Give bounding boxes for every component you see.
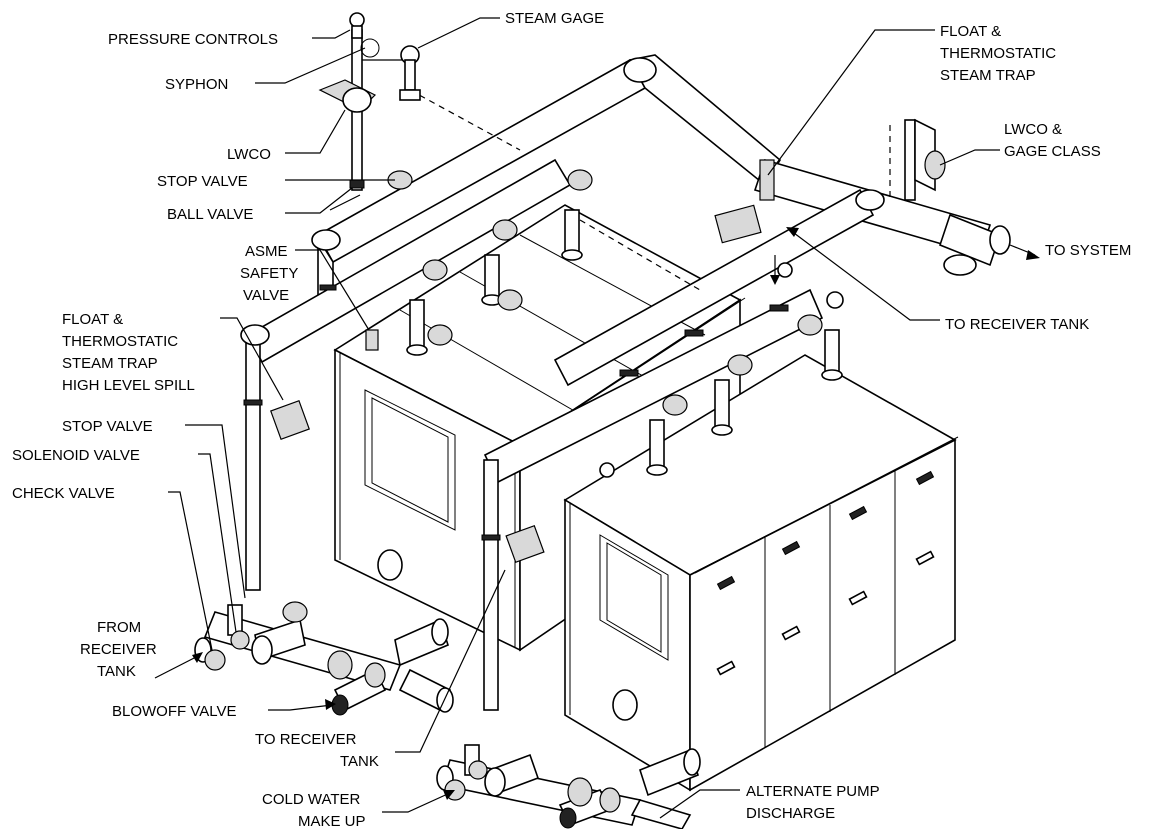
solenoid-valve-icon xyxy=(230,630,250,650)
label-lwco-gage-2: GAGE CLASS xyxy=(1004,143,1101,160)
feed-piping xyxy=(194,601,701,829)
label-ft-spill-1: FLOAT & xyxy=(62,311,123,328)
label-from-receiver-1: FROM xyxy=(97,619,141,636)
label-alt-pump-1: ALTERNATE PUMP xyxy=(746,783,880,800)
label-cold-water-1: COLD WATER xyxy=(262,791,361,808)
leader-lines xyxy=(154,17,1040,819)
check-valve-icon xyxy=(204,649,226,671)
label-to-receiver-lower-2: TANK xyxy=(340,753,379,770)
label-lwco: LWCO xyxy=(227,146,271,163)
label-check-valve: CHECK VALVE xyxy=(12,485,115,502)
boiler-unit-2 xyxy=(563,354,959,792)
steam-trap-body xyxy=(714,204,762,244)
steam-header-piping xyxy=(240,54,1011,711)
spill-trap-body-2 xyxy=(505,524,545,564)
label-to-system: TO SYSTEM xyxy=(1045,242,1131,259)
label-ft-spill-2: THERMOSTATIC xyxy=(62,333,178,350)
label-asme-1: ASME xyxy=(245,243,288,260)
label-asme-3: VALVE xyxy=(243,287,289,304)
label-blowoff-valve: BLOWOFF VALVE xyxy=(112,703,236,720)
label-from-receiver-2: RECEIVER xyxy=(80,641,157,658)
labels: PRESSURE CONTROLS STEAM GAGE SYPHON LWCO… xyxy=(12,10,1131,829)
label-solenoid-valve: SOLENOID VALVE xyxy=(12,447,140,464)
control-column xyxy=(318,12,421,211)
label-ft-top-1: FLOAT & xyxy=(940,23,1001,40)
label-pressure-controls: PRESSURE CONTROLS xyxy=(108,31,278,48)
label-ft-spill-4: HIGH LEVEL SPILL xyxy=(62,377,195,394)
sight-port-icon xyxy=(612,689,638,721)
label-ft-top-3: STEAM TRAP xyxy=(940,67,1036,84)
label-from-receiver-3: TANK xyxy=(97,663,136,680)
sight-port-icon xyxy=(377,549,403,581)
label-alt-pump-2: DISCHARGE xyxy=(746,805,835,822)
label-ft-top-2: THERMOSTATIC xyxy=(940,45,1056,62)
label-stop-valve-lower: STOP VALVE xyxy=(62,418,153,435)
label-to-receiver-right: TO RECEIVER TANK xyxy=(945,316,1089,333)
label-steam-gage: STEAM GAGE xyxy=(505,10,604,27)
label-lwco-gage-1: LWCO & xyxy=(1004,121,1062,138)
label-asme-2: SAFETY xyxy=(240,265,298,282)
label-stop-valve-top: STOP VALVE xyxy=(157,173,248,190)
label-ft-spill-3: STEAM TRAP xyxy=(62,355,158,372)
label-ball-valve: BALL VALVE xyxy=(167,206,253,223)
label-cold-water-2: MAKE UP xyxy=(298,813,366,829)
pressure-control-icon xyxy=(349,12,365,28)
spill-trap-body xyxy=(270,400,310,440)
right-control-stack xyxy=(270,118,946,564)
blowoff-valve-icon xyxy=(331,694,349,716)
label-to-receiver-lower-1: TO RECEIVER xyxy=(255,731,357,748)
label-syphon: SYPHON xyxy=(165,76,228,93)
